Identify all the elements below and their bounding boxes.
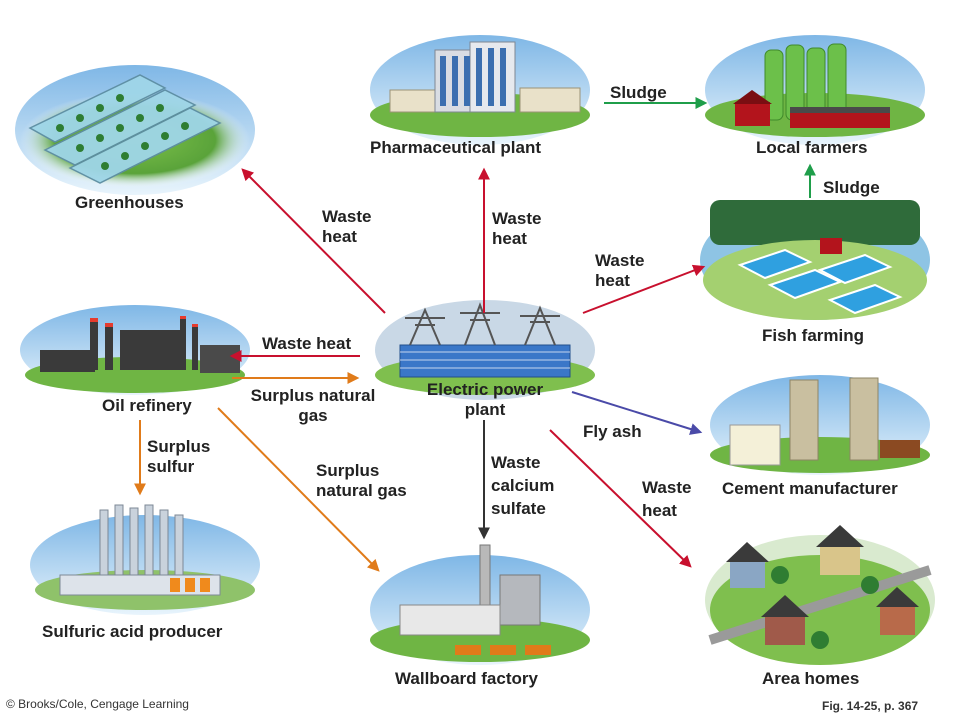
pharmaceutical-plant-illustration bbox=[370, 35, 590, 145]
label-wallboard-factory: Wallboard factory bbox=[395, 669, 538, 688]
label-fish-farming: Fish farming bbox=[762, 326, 865, 345]
label-waste-heat-fish-line2: heat bbox=[595, 271, 630, 290]
copyright-notice: © Brooks/Cole, Cengage Learning bbox=[6, 697, 189, 711]
label-waste-heat-greenhouses-line2: heat bbox=[322, 227, 357, 246]
label-waste-heat-pharma: Waste heat bbox=[492, 209, 541, 249]
area-homes-illustration bbox=[705, 525, 935, 665]
label-surplus-sulfur: Surplus sulfur bbox=[147, 437, 210, 477]
arrow-surplus-gas-wallboard bbox=[217, 407, 380, 572]
label-electric-power-plant-line2: plant bbox=[464, 400, 506, 419]
flow-arrows bbox=[134, 97, 816, 572]
label-sludge-right: Sludge bbox=[823, 178, 880, 197]
label-surplus-sulfur-line1: Surplus bbox=[147, 437, 211, 456]
label-waste-heat-greenhouses: Waste heat bbox=[322, 207, 371, 247]
fish-farming-illustration bbox=[700, 200, 930, 320]
greenhouses-illustration bbox=[15, 65, 255, 195]
label-waste-calcium-sulfate-line1: Waste bbox=[491, 453, 541, 472]
label-waste-heat-pharma-line1: Waste bbox=[492, 209, 542, 228]
label-surplus-gas-refinery: Surplus natural gas bbox=[228, 386, 398, 426]
sulfuric-acid-producer-illustration bbox=[30, 504, 260, 615]
oil-refinery-illustration bbox=[20, 305, 250, 395]
arrow-waste-heat-fish bbox=[582, 264, 706, 314]
arrow-waste-heat-greenhouses bbox=[241, 168, 386, 314]
electric-power-plant-illustration bbox=[375, 300, 595, 400]
label-sludge-top: Sludge bbox=[610, 83, 667, 102]
label-electric-power-plant: Electric power plant bbox=[405, 380, 565, 420]
label-surplus-gas-refinery-line2: gas bbox=[298, 406, 328, 425]
wallboard-factory-illustration bbox=[370, 544, 590, 665]
figure-reference: Fig. 14-25, p. 367 bbox=[822, 699, 919, 713]
label-waste-heat-homes-line2: heat bbox=[642, 501, 677, 520]
label-surplus-sulfur-line2: sulfur bbox=[147, 457, 195, 476]
label-surplus-gas-wallboard-line1: Surplus bbox=[316, 461, 380, 480]
arrow-waste-heat-homes bbox=[549, 429, 692, 568]
label-waste-heat-homes: Waste heat bbox=[642, 476, 691, 522]
label-waste-heat-pharma-line2: heat bbox=[492, 229, 527, 248]
label-surplus-gas-wallboard-line2: natural gas bbox=[316, 481, 407, 500]
label-local-farmers: Local farmers bbox=[756, 138, 868, 157]
label-cement-manufacturer: Cement manufacturer bbox=[722, 479, 898, 498]
label-waste-calcium-sulfate-line2: calcium bbox=[491, 476, 555, 495]
label-waste-heat-greenhouses-line1: Waste bbox=[322, 207, 372, 226]
label-waste-heat-fish-line1: Waste bbox=[595, 251, 645, 270]
label-area-homes: Area homes bbox=[762, 669, 860, 688]
label-greenhouses: Greenhouses bbox=[75, 193, 184, 212]
cement-manufacturer-illustration bbox=[710, 375, 930, 475]
label-electric-power-plant-line1: Electric power bbox=[426, 380, 544, 399]
label-sulfuric-acid-producer: Sulfuric acid producer bbox=[42, 622, 223, 641]
label-waste-heat-fish: Waste heat bbox=[595, 251, 644, 291]
label-waste-heat-homes-line1: Waste bbox=[642, 478, 692, 497]
label-waste-heat-refinery: Waste heat bbox=[262, 334, 352, 353]
arrow-fly-ash bbox=[571, 391, 703, 435]
label-waste-calcium-sulfate-line3: sulfate bbox=[491, 499, 546, 518]
label-surplus-gas-wallboard: Surplus natural gas bbox=[316, 461, 407, 501]
label-waste-calcium-sulfate: Waste calcium sulfate bbox=[491, 451, 554, 520]
label-surplus-gas-refinery-line1: Surplus natural bbox=[250, 386, 376, 405]
label-fly-ash: Fly ash bbox=[583, 422, 642, 441]
local-farmers-illustration bbox=[705, 35, 925, 145]
label-oil-refinery: Oil refinery bbox=[102, 396, 192, 415]
label-pharmaceutical-plant: Pharmaceutical plant bbox=[370, 138, 542, 157]
